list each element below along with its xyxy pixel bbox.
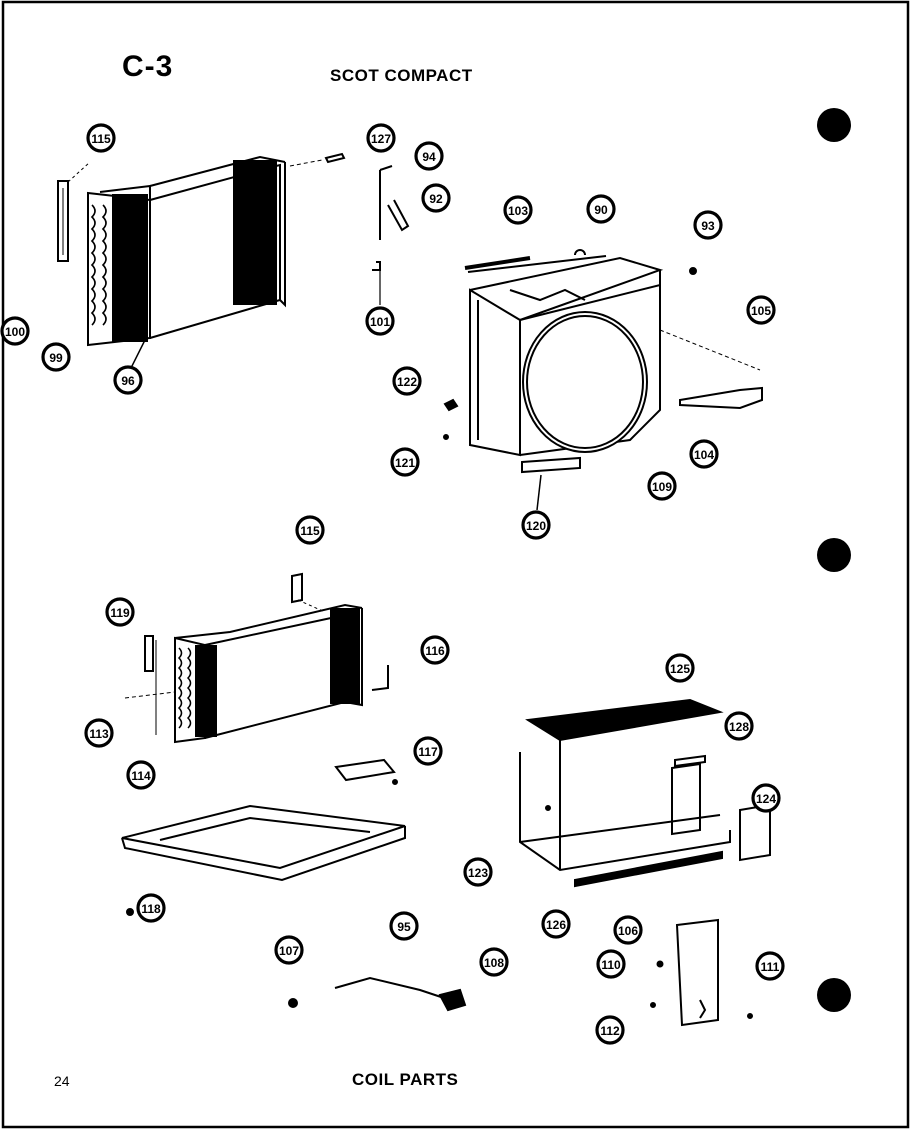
callout-label: 117 (418, 745, 438, 759)
callout-label: 100 (5, 325, 25, 339)
callout-115: 115 (295, 515, 325, 545)
callout-108: 108 (479, 947, 509, 977)
callout-label: 110 (601, 958, 621, 972)
callout-label: 95 (397, 920, 411, 934)
callout-95: 95 (389, 911, 419, 941)
callout-115: 115 (86, 123, 116, 153)
binder-hole-top (817, 108, 851, 142)
callout-label: 112 (600, 1024, 620, 1038)
callout-92: 92 (421, 183, 451, 213)
callout-label: 118 (141, 902, 161, 916)
binder-hole-bottom (817, 978, 851, 1012)
callout-118: 118 (136, 893, 166, 923)
callout-120: 120 (521, 510, 551, 540)
callout-label: 113 (89, 727, 109, 741)
callout-127: 127 (366, 123, 396, 153)
bracket-parts-drawing (372, 165, 410, 305)
section-title: COIL PARTS (352, 1070, 459, 1089)
callout-label: 107 (279, 944, 299, 958)
callout-113: 113 (84, 718, 114, 748)
callout-93: 93 (693, 210, 723, 240)
callout-114: 114 (126, 760, 156, 790)
callout-116: 116 (420, 635, 450, 665)
callout-layer: 115 127 94 92 101 100 99 96 103 90 93 105 122 121 120 1… (0, 123, 785, 1045)
callout-label: 122 (397, 375, 417, 389)
callout-label: 108 (484, 956, 504, 970)
callout-121: 121 (390, 447, 420, 477)
callout-109: 109 (647, 471, 677, 501)
binder-hole-middle (817, 538, 851, 572)
callout-label: 106 (618, 924, 638, 938)
callout-117: 117 (413, 736, 443, 766)
callout-label: 94 (422, 150, 436, 164)
callout-label: 124 (756, 792, 776, 806)
callout-label: 90 (594, 203, 608, 217)
callout-103: 103 (503, 195, 533, 225)
callout-125: 125 (665, 653, 695, 683)
callout-123: 123 (463, 857, 493, 887)
callout-126: 126 (541, 909, 571, 939)
callout-label: 99 (49, 351, 63, 365)
page-title: SCOT COMPACT (330, 66, 473, 85)
callout-96: 96 (113, 365, 143, 395)
callout-119: 119 (105, 597, 135, 627)
callout-label: 121 (395, 456, 415, 470)
callout-122: 122 (392, 366, 422, 396)
callout-90: 90 (586, 194, 616, 224)
callout-label: 103 (508, 204, 528, 218)
callout-106: 106 (613, 915, 643, 945)
page-code: C-3 (122, 50, 174, 83)
callout-111: 111 (755, 951, 785, 981)
callout-label: 96 (121, 374, 135, 388)
page-number: 24 (54, 1073, 70, 1089)
callout-94: 94 (414, 141, 444, 171)
callout-label: 128 (729, 720, 749, 734)
callout-label: 126 (546, 918, 566, 932)
callout-100: 100 (0, 316, 30, 346)
small-hardware-drawing (126, 908, 753, 1027)
callout-label: 104 (694, 448, 714, 462)
callout-label: 105 (751, 304, 771, 318)
callout-label: 115 (91, 132, 111, 146)
fan-shroud-drawing (443, 249, 763, 511)
callout-label: 119 (110, 606, 130, 620)
control-box-drawing (519, 698, 771, 888)
callout-101: 101 (365, 306, 395, 336)
callout-label: 120 (526, 519, 546, 533)
callout-label: 93 (701, 219, 715, 233)
evaporator-coil-drawing (124, 572, 389, 744)
callout-label: 92 (429, 192, 443, 206)
callout-label: 125 (670, 662, 690, 676)
callout-110: 110 (596, 949, 626, 979)
callout-label: 109 (652, 480, 672, 494)
condenser-coil-drawing (57, 152, 346, 371)
callout-label: 114 (131, 769, 151, 783)
callout-label: 101 (370, 315, 390, 329)
callout-label: 123 (468, 866, 488, 880)
base-pan-drawing (121, 758, 406, 882)
callout-label: 111 (761, 960, 780, 974)
callout-99: 99 (41, 342, 71, 372)
callout-107: 107 (274, 935, 304, 965)
callout-label: 116 (425, 644, 445, 658)
callout-105: 105 (746, 295, 776, 325)
callout-label: 115 (300, 524, 320, 538)
callout-104: 104 (689, 439, 719, 469)
callout-label: 127 (371, 132, 391, 146)
callout-128: 128 (724, 711, 754, 741)
callout-112: 112 (595, 1015, 625, 1045)
callout-124: 124 (751, 783, 781, 813)
